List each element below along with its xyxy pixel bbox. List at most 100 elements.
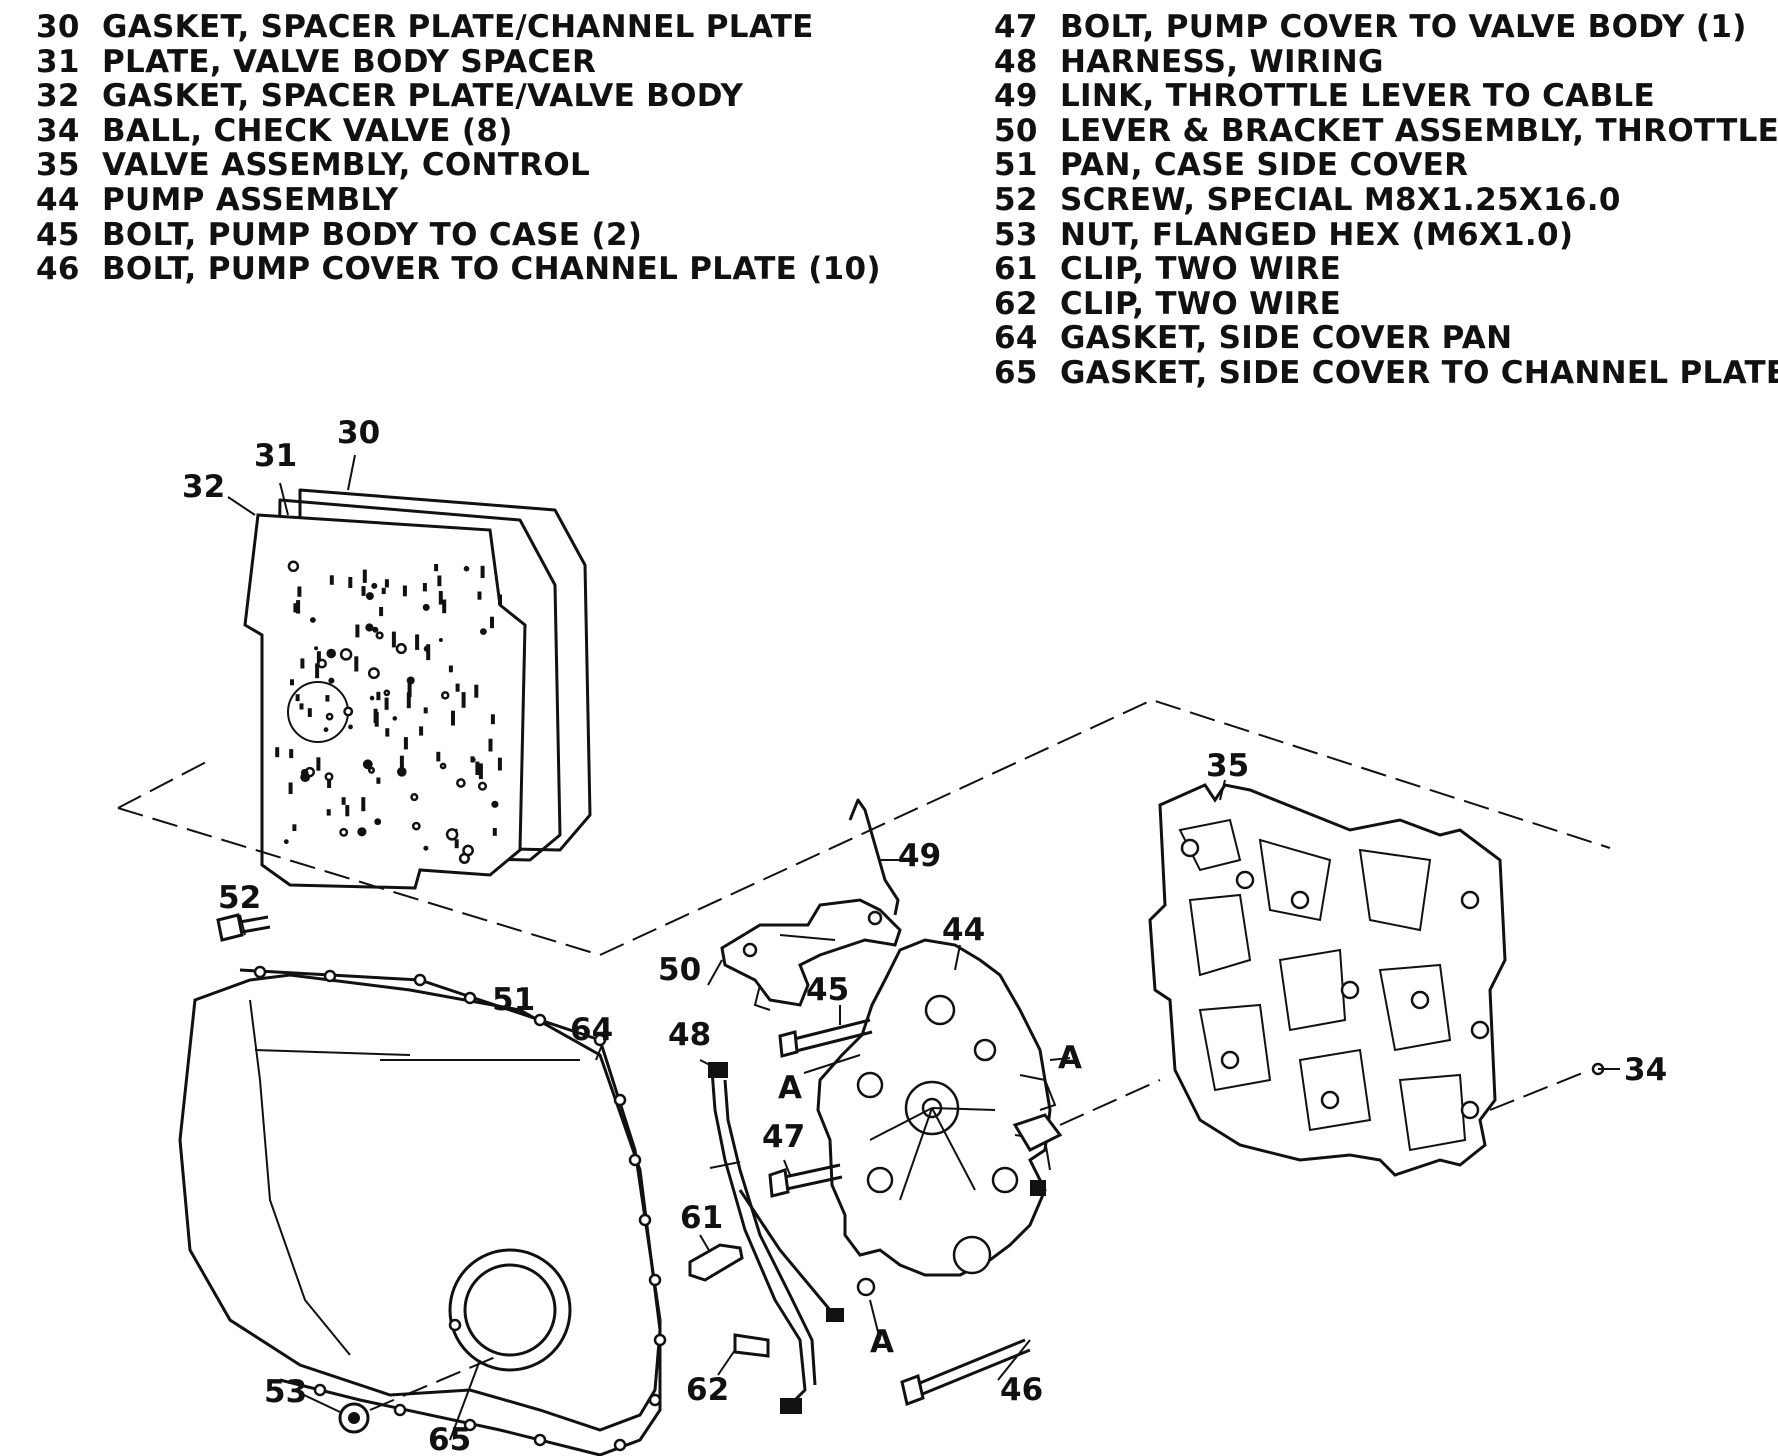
- legend-item-label: BOLT, PUMP COVER TO VALVE BODY (1): [1060, 9, 1747, 45]
- legend-item-label: CLIP, TWO WIRE: [1060, 251, 1342, 288]
- legend-item-number: 61: [994, 251, 1038, 288]
- legend-item-label: LEVER & BRACKET ASSEMBLY, THROTTLE: [1060, 112, 1778, 149]
- legend-item: 61 CLIP, TWO WIRE: [994, 252, 1778, 287]
- screw-special-52: [216, 913, 271, 942]
- legend-item-number: 53: [994, 216, 1038, 253]
- legend-item-label: GASKET, SIDE COVER TO CHANNEL PLATE: [1060, 354, 1778, 391]
- clip-two-wire-62: [733, 1333, 770, 1358]
- legend-item-number: 32: [36, 78, 80, 115]
- legend-item-label: NUT, FLANGED HEX (M6X1.0): [1060, 216, 1574, 253]
- assembly-plane-outline: [117, 698, 1611, 956]
- legend-item-label: BOLT, PUMP COVER TO CHANNEL PLATE (10): [102, 251, 881, 288]
- legend-item-number: 65: [994, 354, 1038, 391]
- callout-49: 49: [898, 838, 941, 874]
- callout-31: 31: [254, 438, 297, 474]
- callout-45: 45: [806, 972, 849, 1008]
- legend-item: 45 BOLT, PUMP BODY TO CASE (2): [36, 216, 881, 253]
- callout-30: 30: [337, 415, 380, 451]
- legend-item: 35 VALVE ASSEMBLY, CONTROL: [36, 148, 881, 183]
- legend-item-label: GASKET, SPACER PLATE/VALVE BODY: [102, 78, 744, 115]
- callout-48: 48: [668, 1017, 711, 1053]
- legend-item: 47 BOLT, PUMP COVER TO VALVE BODY (1): [994, 10, 1778, 45]
- pan-case-side-cover-51: [178, 973, 662, 1432]
- gasket-side-cover-pan-64: [239, 965, 667, 1456]
- callout-52: 52: [218, 880, 261, 916]
- legend-item-number: 51: [994, 147, 1038, 184]
- legend-item: 51 PAN, CASE SIDE COVER: [994, 148, 1778, 183]
- legend-item-label: LINK, THROTTLE LEVER TO CABLE: [1060, 78, 1655, 115]
- callout-34: 34: [1624, 1052, 1667, 1088]
- pump-solenoid-connector: [1012, 1079, 1161, 1196]
- legend-item: 48 HARNESS, WIRING: [994, 43, 1778, 80]
- legend-item-number: 62: [994, 285, 1038, 322]
- link-throttle-lever-to-cable-49: [848, 798, 900, 916]
- legend-item-number: 35: [36, 147, 80, 184]
- legend-item: 30 GASKET, SPACER PLATE/CHANNEL PLATE: [36, 10, 881, 45]
- legend-item-label: HARNESS, WIRING: [1060, 43, 1384, 80]
- callout-65: 65: [428, 1422, 471, 1456]
- leader-dash-34: [1489, 1069, 1591, 1111]
- valve-assembly-control-35: [1148, 783, 1507, 1177]
- callout-61: 61: [680, 1200, 723, 1236]
- legend-item: 52 SCREW, SPECIAL M8X1.25X16.0: [994, 183, 1778, 218]
- legend-item: 49 LINK, THROTTLE LEVER TO CABLE: [994, 79, 1778, 114]
- legend-item: 53 NUT, FLANGED HEX (M6X1.0): [994, 216, 1778, 253]
- clip-two-wire-61: [688, 1243, 744, 1282]
- legend-item-label: GASKET, SIDE COVER PAN: [1060, 320, 1513, 357]
- bolt-pump-cover-to-channel-plate-46: [900, 1338, 1031, 1407]
- legend-item-label: PAN, CASE SIDE COVER: [1060, 147, 1469, 184]
- legend-item: 34 BALL, CHECK VALVE (8): [36, 114, 881, 149]
- legend-item-label: PLATE, VALVE BODY SPACER: [102, 43, 597, 80]
- callout-62: 62: [686, 1372, 729, 1408]
- parts-legend-right: 47 BOLT, PUMP COVER TO VALVE BODY (1) 48 HA…: [994, 10, 1778, 391]
- legend-item-number: 31: [36, 43, 80, 80]
- legend-item: 32 GASKET, SPACER PLATE/VALVE BODY: [36, 79, 881, 114]
- legend-item: 64 GASKET, SIDE COVER PAN: [994, 321, 1778, 356]
- legend-item: 62 CLIP, TWO WIRE: [994, 287, 1778, 322]
- legend-item-number: 52: [994, 181, 1038, 218]
- legend-item-number: 47: [994, 9, 1038, 45]
- legend-item-label: PUMP ASSEMBLY: [102, 181, 399, 218]
- parts-legend-left: 30 GASKET, SPACER PLATE/CHANNEL PLATE 31 PL…: [36, 10, 881, 287]
- legend-item-number: 48: [994, 43, 1038, 80]
- legend-item-number: 50: [994, 112, 1038, 149]
- legend-item: 65 GASKET, SIDE COVER TO CHANNEL PLATE: [994, 356, 1778, 391]
- callout-a-right: A: [1058, 1040, 1082, 1076]
- legend-item: 46 BOLT, PUMP COVER TO CHANNEL PLATE (10): [36, 252, 881, 287]
- callout-47: 47: [762, 1119, 805, 1155]
- callout-32: 32: [182, 469, 225, 505]
- legend-item-label: BOLT, PUMP BODY TO CASE (2): [102, 216, 643, 253]
- callout-35: 35: [1206, 748, 1249, 784]
- pump-assembly-44: [816, 938, 1057, 1297]
- legend-item-number: 44: [36, 181, 80, 218]
- harness-wiring-48: [708, 1062, 844, 1414]
- callout-a-left: A: [778, 1070, 802, 1106]
- legend-item-number: 64: [994, 320, 1038, 357]
- legend-item-number: 30: [36, 9, 80, 45]
- legend-item-number: 34: [36, 112, 80, 149]
- callout-44: 44: [942, 912, 985, 948]
- lever-bracket-assembly-throttle-50: [720, 898, 902, 1011]
- legend-item-number: 45: [36, 216, 80, 253]
- callout-50: 50: [658, 952, 701, 988]
- callout-leader-lines: [227, 454, 1620, 1441]
- legend-item-label: CLIP, TWO WIRE: [1060, 285, 1342, 322]
- bolt-pump-body-to-case-45: [778, 1018, 873, 1058]
- callout-64: 64: [570, 1012, 613, 1048]
- legend-item-number: 49: [994, 78, 1038, 115]
- bolt-pump-cover-to-valve-body-47: [768, 1163, 843, 1198]
- gasket-spacer-plate-valve-body-32: [243, 513, 527, 890]
- callout-53: 53: [264, 1374, 307, 1410]
- legend-item-label: GASKET, SPACER PLATE/CHANNEL PLATE: [102, 9, 814, 45]
- legend-item-number: 46: [36, 251, 80, 288]
- callout-a-bottom: A: [870, 1324, 894, 1360]
- legend-item-label: SCREW, SPECIAL M8X1.25X16.0: [1060, 181, 1621, 218]
- legend-item: 31 PLATE, VALVE BODY SPACER: [36, 43, 881, 80]
- callout-46: 46: [1000, 1372, 1043, 1408]
- legend-item-label: VALVE ASSEMBLY, CONTROL: [102, 147, 591, 184]
- legend-item: 50 LEVER & BRACKET ASSEMBLY, THROTTLE: [994, 114, 1778, 149]
- legend-item: 44 PUMP ASSEMBLY: [36, 183, 881, 218]
- legend-item-label: BALL, CHECK VALVE (8): [102, 112, 513, 149]
- callout-51: 51: [492, 982, 535, 1018]
